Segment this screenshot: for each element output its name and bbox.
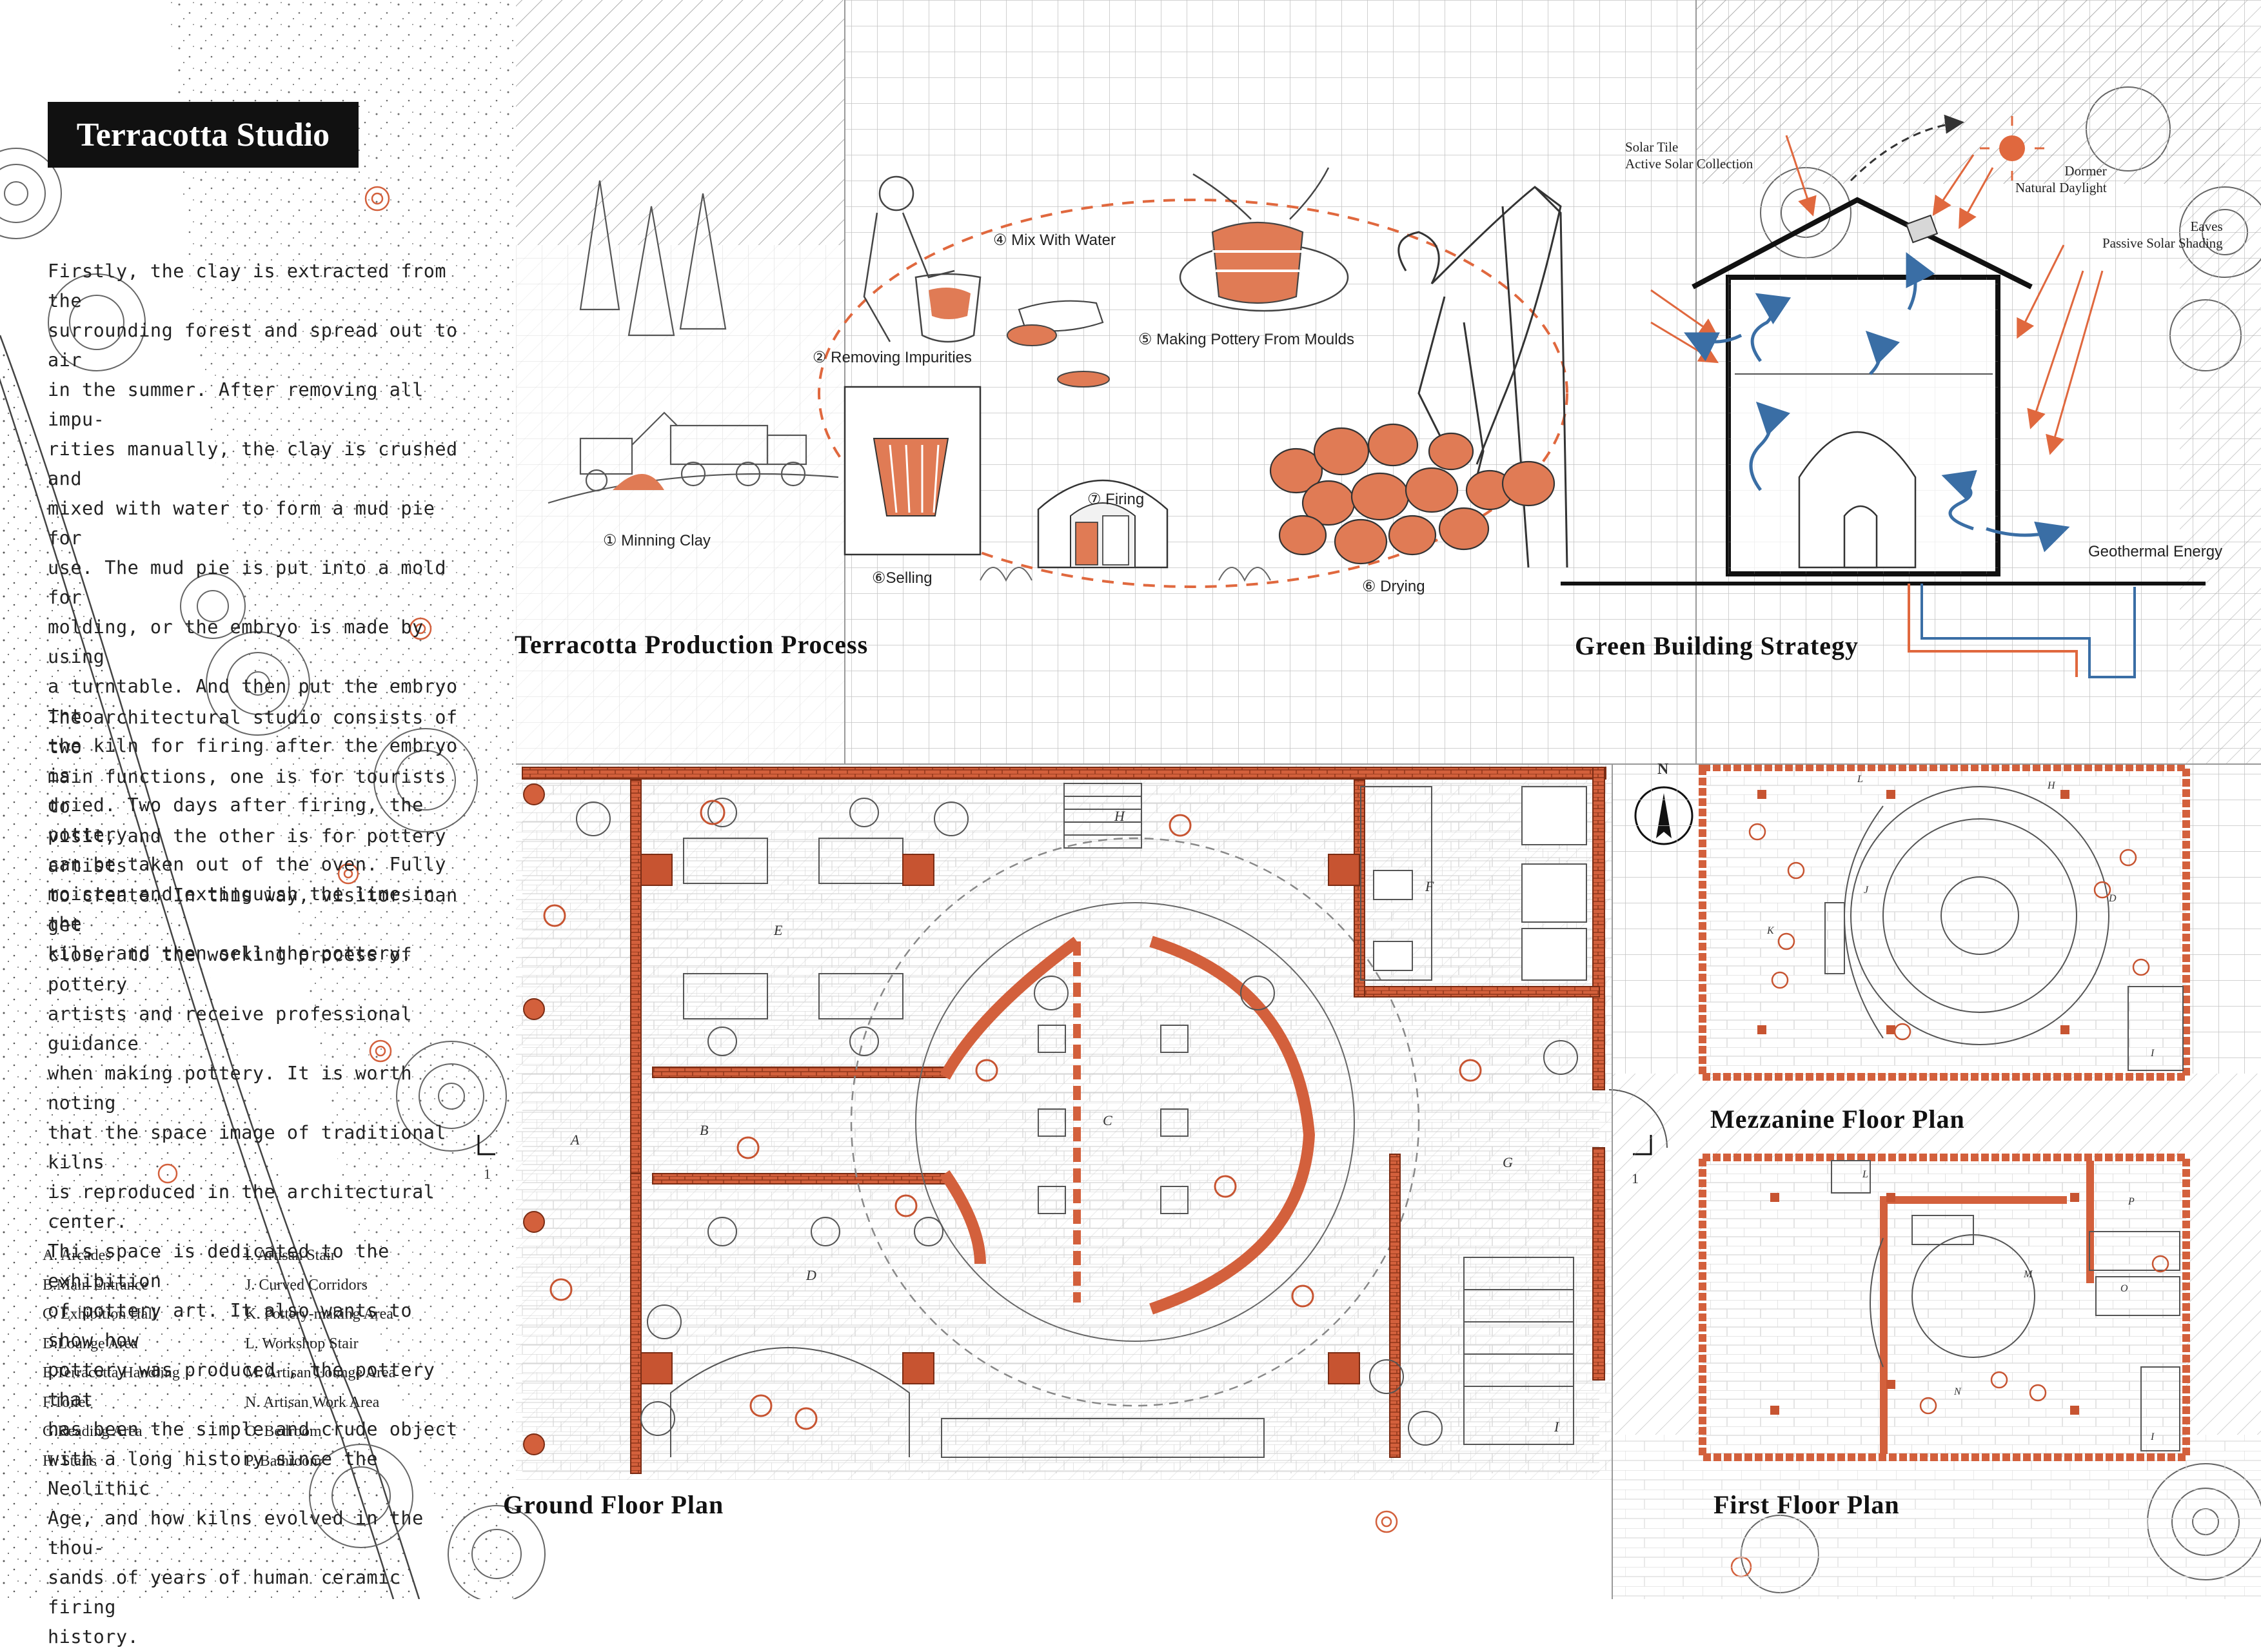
- legend-item: E.Terracotta Handling: [43, 1364, 180, 1381]
- ground-floor-plan: [477, 764, 1693, 1480]
- step-selling-label: ⑥Selling: [872, 569, 933, 587]
- legend-item: K. Pottery-making Area: [245, 1306, 393, 1323]
- step-impurities-label: ② Removing Impurities: [813, 349, 972, 366]
- legend-item: M. Artisan Lounge Area: [245, 1364, 396, 1381]
- process-illustration: [548, 167, 1568, 588]
- step-moulds-label: ⑤ Making Pottery From Moulds: [1138, 331, 1354, 348]
- room-label: K: [1767, 925, 1774, 936]
- legend-item: G.Reading Area: [43, 1423, 143, 1440]
- step-water-label: ④ Mix With Water: [993, 231, 1116, 249]
- legend-item: B.Main Entrance: [43, 1276, 148, 1293]
- step-drying-label: ⑥ Drying: [1362, 578, 1425, 595]
- room-label: H: [2048, 780, 2055, 791]
- legend-item: O. Bedroom: [245, 1423, 322, 1440]
- room-label: I: [1554, 1419, 1559, 1435]
- dormer-label: Dormer Natural Daylight: [2015, 163, 2107, 195]
- first-plan-title: First Floor Plan: [1713, 1490, 1900, 1519]
- drying-pots: [1269, 423, 1555, 565]
- room-label: I: [2151, 1048, 2155, 1059]
- intro-paragraph-2: The architectural studio consists of two…: [48, 707, 458, 1647]
- eaves-label: Eaves Passive Solar Shading: [2102, 219, 2223, 251]
- board: [0, 0, 2261, 1599]
- step-firing-label: ⑦ Firing: [1087, 491, 1145, 508]
- legend-item: L. Workshop Stair: [245, 1335, 359, 1352]
- room-label: A: [571, 1132, 580, 1148]
- room-label: E: [774, 922, 783, 938]
- process-background: [516, 0, 1696, 764]
- green-building-diagram: [1561, 114, 2206, 678]
- room-label: D: [806, 1267, 816, 1283]
- section-divider-lines: [516, 763, 2261, 1599]
- legend-item: C. Exhibition Hall: [43, 1306, 157, 1323]
- room-label: I: [2151, 1431, 2155, 1442]
- page-title: Terracotta Studio: [48, 102, 359, 168]
- room-label: O: [2120, 1283, 2128, 1294]
- room-label: P: [2128, 1196, 2135, 1207]
- room-label: L: [1857, 774, 1863, 785]
- room-label: M: [2024, 1269, 2033, 1280]
- room-label: G: [1503, 1154, 1513, 1170]
- process-title: Terracotta Production Process: [515, 630, 869, 659]
- legend-item: I. Artisan Stair: [245, 1247, 336, 1264]
- mezzanine-plan-title: Mezzanine Floor Plan: [1710, 1105, 1965, 1134]
- legend-item: H. Stairs: [43, 1452, 97, 1470]
- intro-paragraph-1: Firstly, the clay is extracted from the …: [48, 261, 458, 964]
- section-mark-right: 1: [1632, 1170, 1639, 1186]
- room-label: H: [1114, 808, 1125, 824]
- left-panel-background: [0, 0, 516, 1599]
- green-title: Green Building Strategy: [1575, 631, 1859, 660]
- solar-tile-label: Solar Tile Active Solar Collection: [1625, 139, 1753, 172]
- legend-item: P. Bathroom: [245, 1452, 322, 1470]
- legend-column-1: A. Arcades B.Main Entrance C. Exhibition…: [43, 1241, 180, 1476]
- first-floor-plan: [1612, 1154, 2261, 1599]
- section-mark-left: 1: [484, 1166, 491, 1182]
- legend-column-2: I. Artisan Stair J. Curved Corridors K. …: [245, 1241, 395, 1476]
- step-mining-label: ① Minning Clay: [603, 532, 711, 549]
- room-label: N: [1954, 1386, 1961, 1397]
- legend-item: D.Lounge Area: [43, 1335, 138, 1352]
- room-label: C: [1103, 1112, 1112, 1128]
- room-label: L: [1862, 1169, 1868, 1180]
- room-label: D: [2109, 893, 2117, 904]
- legend-item: N. Artisan Work Area: [245, 1393, 380, 1411]
- geothermal-label: Geothermal Energy: [2088, 543, 2223, 560]
- legend-item: J. Curved Corridors: [245, 1276, 368, 1293]
- legend-item: A. Arcades: [43, 1247, 112, 1264]
- room-label: B: [700, 1122, 709, 1138]
- room-label: F: [1425, 878, 1434, 894]
- room-label: J: [1864, 885, 1869, 896]
- legend-item: F.Toilet: [43, 1393, 90, 1411]
- north-arrow-label: N: [1657, 761, 1669, 778]
- ground-plan-title: Ground Floor Plan: [503, 1490, 724, 1519]
